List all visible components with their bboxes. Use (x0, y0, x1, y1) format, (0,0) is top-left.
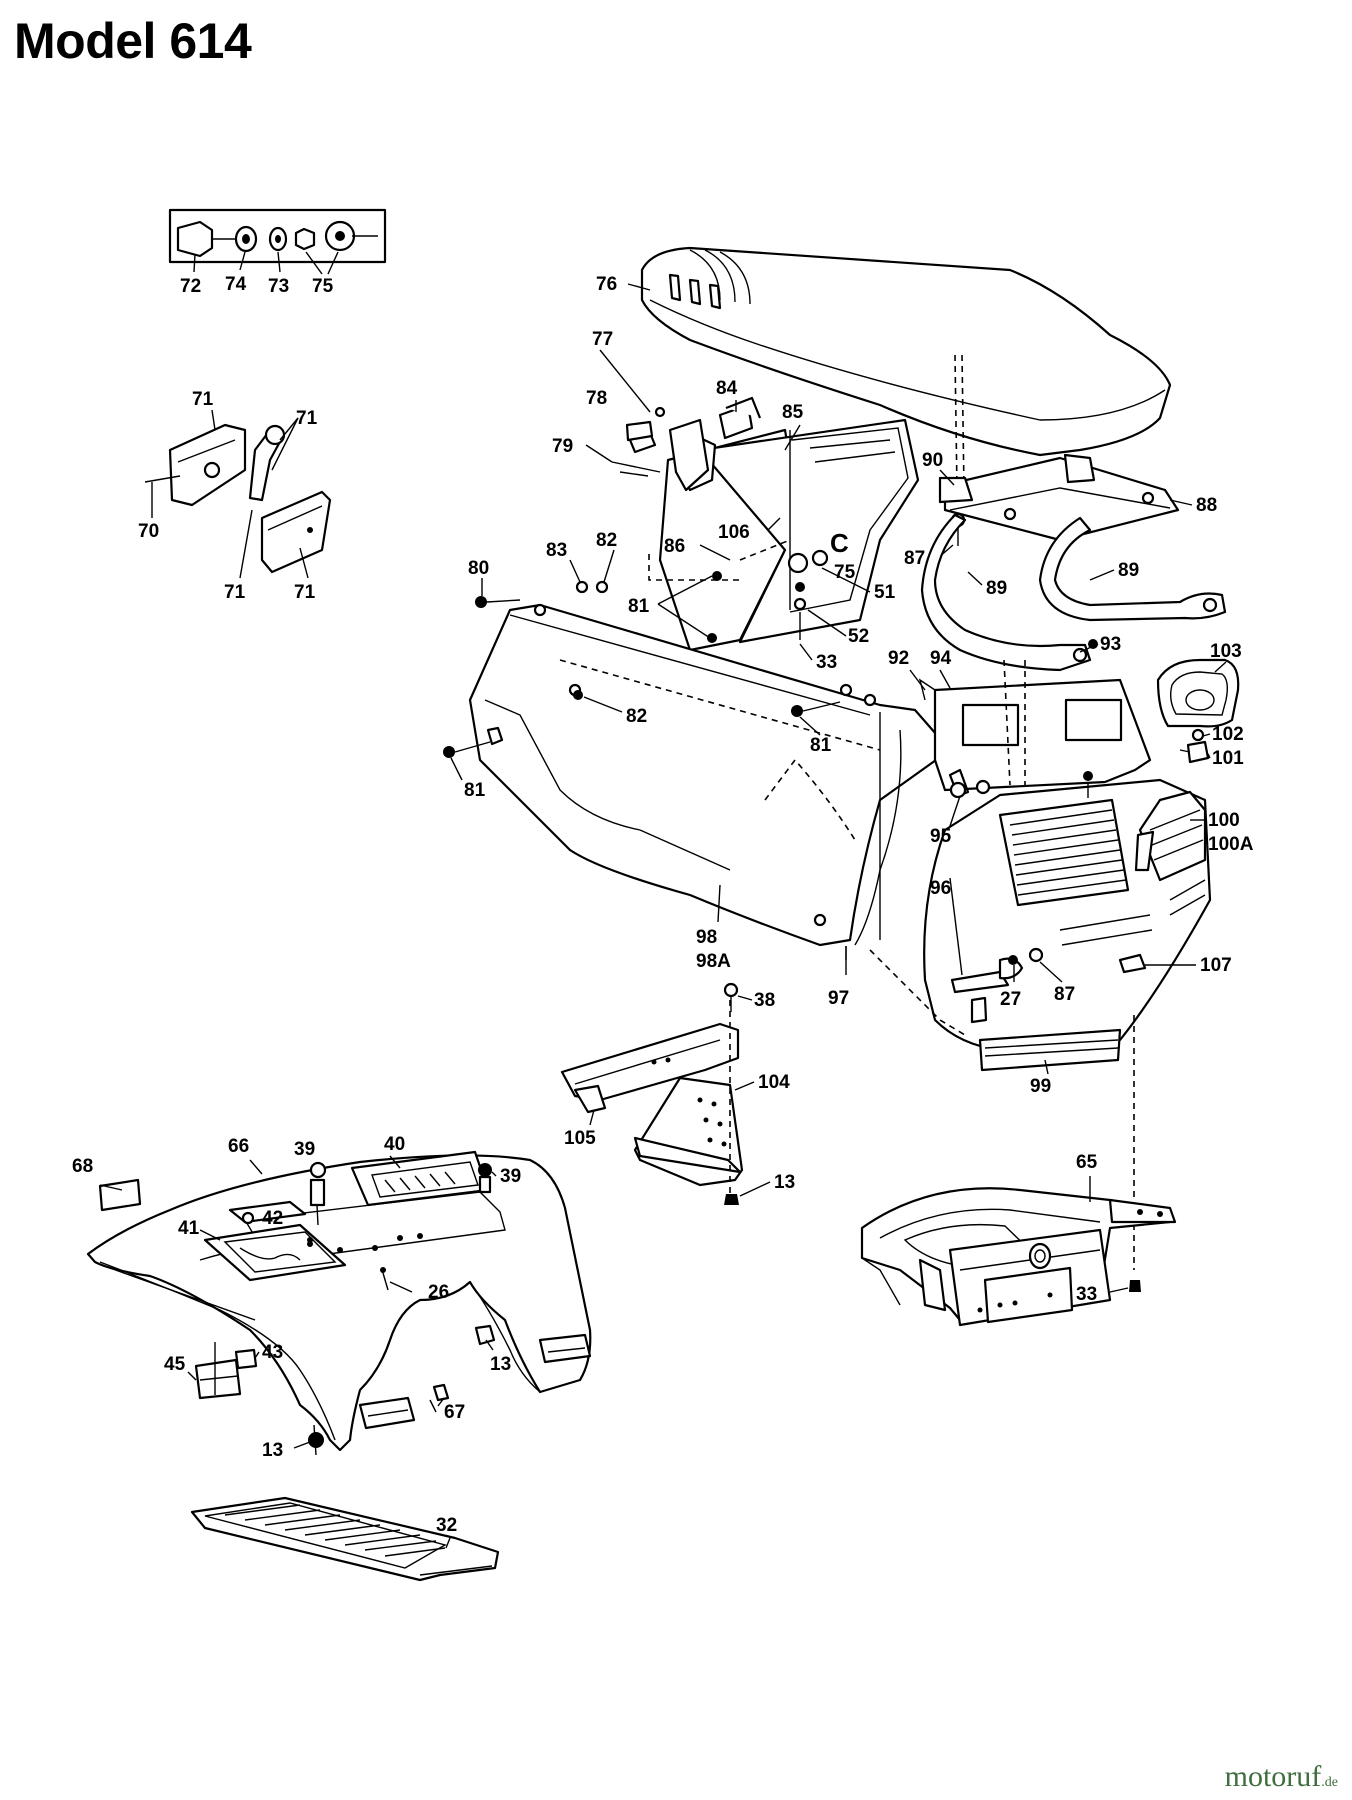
rear-fender-part-66 (86, 1150, 592, 1452)
label-103: 103 (1210, 641, 1242, 662)
grille-nose-assembly (764, 659, 1212, 1072)
label-67: 67 (444, 1402, 465, 1423)
label-95: 95 (930, 826, 952, 847)
label-66: 66 (228, 1136, 249, 1157)
label-82-top: 82 (596, 530, 617, 551)
label-104: 104 (758, 1072, 790, 1093)
label-65: 65 (1076, 1152, 1098, 1173)
label-32: 32 (436, 1515, 457, 1536)
label-38: 38 (754, 990, 775, 1011)
label-70: 70 (138, 521, 159, 542)
ignition-parts-inset (168, 208, 387, 264)
label-75-inset: 75 (312, 276, 334, 297)
label-74: 74 (225, 274, 247, 295)
label-52: 52 (848, 626, 869, 647)
label-13-fender-right: 13 (490, 1354, 511, 1375)
hood-part-76 (640, 246, 1172, 457)
label-100A: 100A (1208, 834, 1254, 855)
label-107: 107 (1200, 955, 1232, 976)
label-71-bottom-right: 71 (294, 582, 316, 603)
dash-panel-assembly (611, 396, 920, 652)
label-105: 105 (564, 1128, 596, 1149)
label-71-bottom-left: 71 (224, 582, 246, 603)
label-101: 101 (1212, 748, 1244, 769)
label-51: 51 (874, 582, 896, 603)
label-43: 43 (262, 1342, 283, 1363)
watermark-logo: motoruf.de (1225, 1760, 1338, 1794)
label-98: 98 (696, 927, 717, 948)
label-71-top: 71 (192, 389, 214, 410)
fender-hardware (98, 1161, 496, 1456)
label-87-top: 87 (904, 548, 925, 569)
dash-small-parts (625, 406, 710, 492)
label-94: 94 (930, 648, 952, 669)
label-27: 27 (1000, 989, 1021, 1010)
label-89-right: 89 (1118, 560, 1139, 581)
label-40: 40 (384, 1134, 405, 1155)
label-41: 41 (178, 1218, 200, 1239)
watermark-text: motoruf (1224, 1760, 1322, 1793)
label-68: 68 (72, 1156, 93, 1177)
frame-part-65 (860, 1187, 1177, 1327)
label-26: 26 (428, 1282, 449, 1303)
label-C: C (830, 528, 849, 558)
headlight-assembly (1156, 658, 1240, 764)
label-90: 90 (922, 450, 943, 471)
label-93: 93 (1100, 634, 1121, 655)
label-13-fender-left: 13 (262, 1440, 283, 1461)
label-72: 72 (180, 276, 201, 297)
label-13-bracket: 13 (774, 1172, 795, 1193)
page-title: Model 614 (14, 13, 252, 69)
label-106: 106 (718, 522, 750, 543)
hood-hinge-bracket (938, 354, 1180, 546)
label-42: 42 (262, 1208, 283, 1229)
foot-plate-part-32 (190, 1496, 500, 1582)
label-45: 45 (164, 1354, 186, 1375)
label-81-upper: 81 (628, 596, 650, 617)
hood-support-arms (920, 513, 1227, 672)
label-77: 77 (592, 329, 613, 350)
label-39-left: 39 (294, 1139, 315, 1160)
label-33-top: 33 (816, 652, 837, 673)
label-102: 102 (1212, 724, 1244, 745)
label-92: 92 (888, 648, 909, 669)
label-81-left: 81 (464, 780, 486, 801)
label-79: 79 (552, 436, 573, 457)
front-panel-bolts (443, 571, 841, 758)
throttle-bracket-assembly (144, 423, 332, 574)
label-71-right: 71 (296, 408, 318, 429)
label-84: 84 (716, 378, 738, 399)
label-39-right: 39 (500, 1166, 521, 1187)
label-100: 100 (1208, 810, 1240, 831)
label-82-mid: 82 (626, 706, 647, 727)
label-99: 99 (1030, 1076, 1051, 1097)
label-86: 86 (664, 536, 685, 557)
label-85: 85 (782, 402, 804, 423)
label-73: 73 (268, 276, 289, 297)
label-88: 88 (1196, 495, 1217, 516)
watermark-tld: .de (1321, 1775, 1338, 1790)
label-83: 83 (546, 540, 567, 561)
label-81-center: 81 (810, 735, 832, 756)
label-87-bottom: 87 (1054, 984, 1075, 1005)
label-33-bottom: 33 (1076, 1284, 1097, 1305)
label-75-dash: 75 (834, 562, 856, 583)
label-89-left: 89 (986, 578, 1007, 599)
front-panel-part-98 (468, 603, 952, 947)
label-96: 96 (930, 878, 951, 899)
label-80: 80 (468, 558, 489, 579)
label-98A: 98A (696, 951, 731, 972)
label-78: 78 (586, 388, 607, 409)
label-97: 97 (828, 988, 849, 1009)
label-76: 76 (596, 274, 617, 295)
mounting-bracket-104-105 (560, 982, 744, 1205)
